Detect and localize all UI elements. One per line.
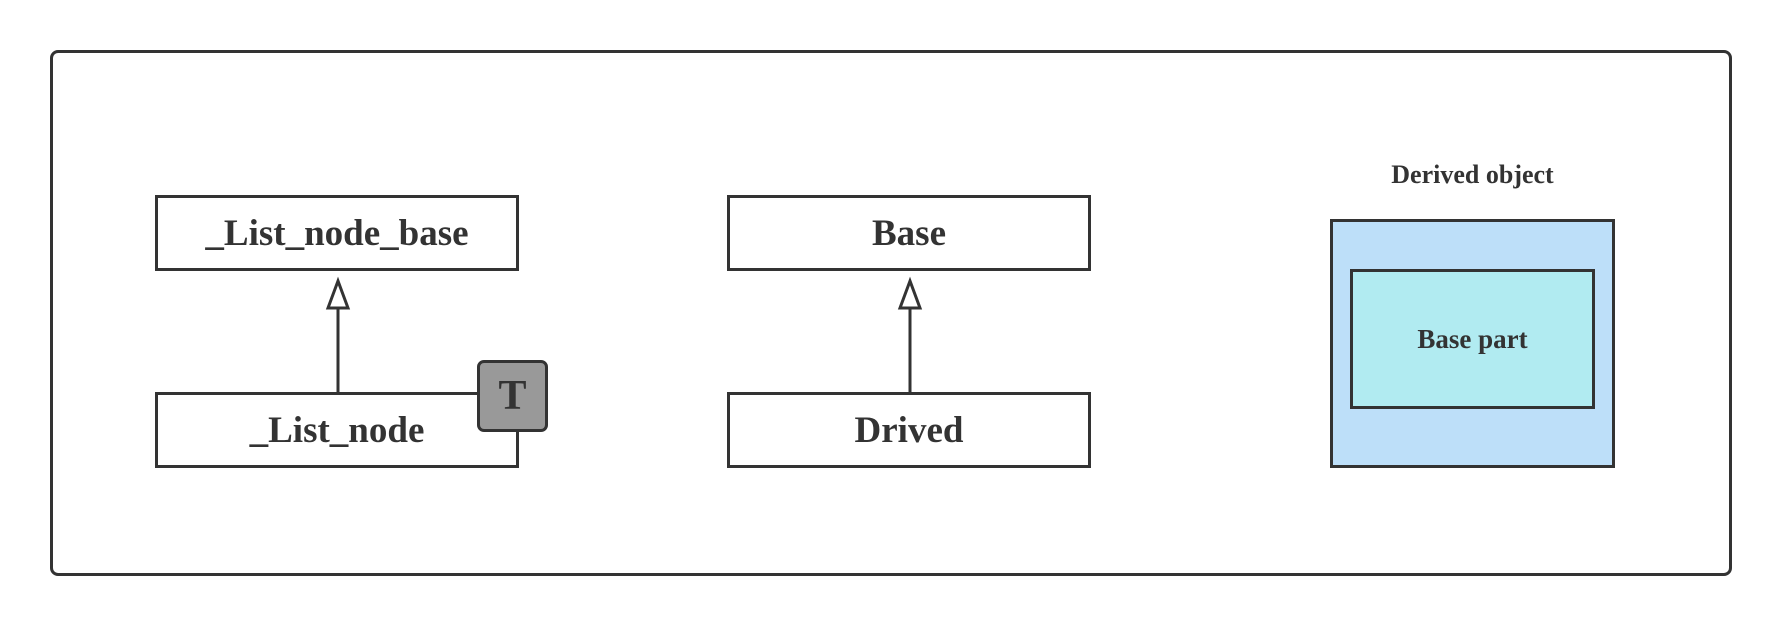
class-name-list-node-base: _List_node_base xyxy=(205,212,469,254)
base-part-box: Base part xyxy=(1350,269,1595,409)
derived-object-title: Derived object xyxy=(1391,160,1554,189)
class-box-list-node: _List_node xyxy=(155,392,519,468)
template-parameter-badge: T xyxy=(477,360,548,432)
class-box-list-node-base: _List_node_base xyxy=(155,195,519,271)
class-name-drived: Drived xyxy=(854,409,964,451)
middle-inheritance-arrow xyxy=(897,276,923,393)
class-box-base: Base xyxy=(727,195,1091,271)
base-part-label: Base part xyxy=(1417,323,1528,354)
class-name-list-node: _List_node xyxy=(249,409,425,451)
class-name-base: Base xyxy=(872,212,946,254)
left-inheritance-arrow xyxy=(325,276,351,393)
template-parameter-label: T xyxy=(498,373,527,419)
class-box-drived: Drived xyxy=(727,392,1091,468)
